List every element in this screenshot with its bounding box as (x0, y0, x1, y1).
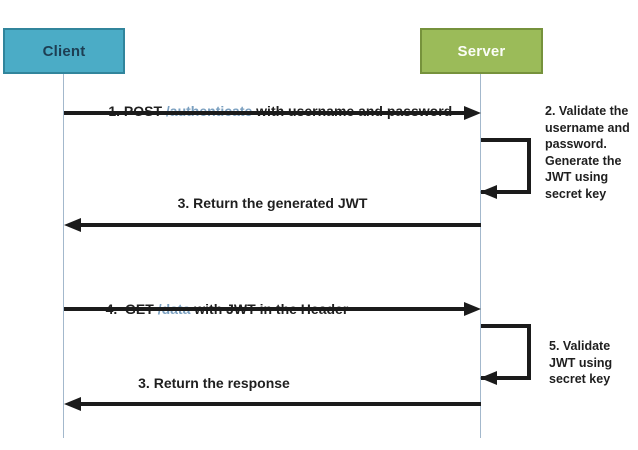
arrowhead-left-icon (480, 185, 497, 199)
server-self-loop-1 (480, 138, 531, 199)
message-4-arrow (64, 302, 481, 316)
self-loop-path (481, 138, 531, 194)
client-lifeline (63, 74, 64, 438)
arrowhead-right-icon (464, 302, 481, 316)
message-3-label: 3. Return the generated JWT (177, 195, 368, 211)
arrowhead-left-icon (64, 397, 81, 411)
note-5-validate-jwt: 5. Validate JWT using secret key (549, 339, 613, 386)
message-6-label: 3. Return the response (138, 375, 290, 391)
server-actor-label: Server (457, 42, 506, 60)
note-2-validate-credentials: 2. Validate the username and password. G… (545, 104, 630, 201)
message-6-arrow (64, 397, 481, 411)
arrowhead-left-icon (64, 218, 81, 232)
message-3-arrow (64, 218, 481, 232)
self-loop-path (481, 324, 531, 380)
server-lifeline (480, 74, 481, 438)
arrow-shaft (77, 402, 481, 406)
server-self-loop-2 (480, 324, 531, 385)
arrowhead-right-icon (464, 106, 481, 120)
client-actor-label: Client (42, 42, 86, 60)
message-1-arrow (64, 106, 481, 120)
client-actor-box: Client (3, 28, 125, 74)
arrow-shaft (64, 111, 468, 115)
server-actor-box: Server (420, 28, 543, 74)
arrow-shaft (64, 307, 468, 311)
arrow-shaft (77, 223, 481, 227)
arrowhead-left-icon (480, 371, 497, 385)
